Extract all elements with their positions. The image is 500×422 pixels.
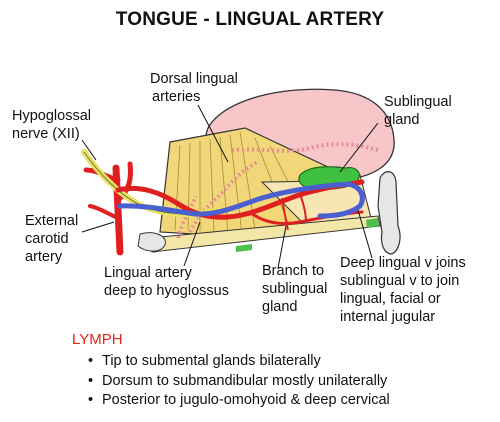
label-branch-to-sublingual-gland: Branch to sublingual gland [262,263,328,315]
label-dorsal-lingual-arteries: Dorsal lingual arteries [150,71,238,105]
lymph-item: •Tip to submental glands bilaterally [88,352,390,372]
lymph-item: •Posterior to jugulo-omohyoid & deep cer… [88,391,390,411]
bullet-icon: • [88,372,94,389]
dorsal-lingual-artery-lower [188,160,259,233]
bullet-icon: • [88,392,94,408]
label-deep-lingual-vein: Deep lingual v joins sublingual v to joi… [340,255,466,325]
bullet-icon: • [88,353,94,369]
label-lingual-artery: Lingual artery deep to hyoglossus [104,265,229,299]
label-external-carotid-artery: External carotid artery [25,213,79,265]
label-hypoglossal-nerve: Hypoglossal nerve (XII) [12,108,91,142]
label-sublingual-gland: Sublingual gland [384,94,452,128]
deep-lingual-vein [117,181,365,219]
lymph-heading: LYMPH [72,331,123,348]
dorsal-lingual-artery-upper [231,142,379,153]
page-title: TONGUE - LINGUAL ARTERY [115,9,385,30]
lymph-item: •Dorsum to submandibular mostly unilater… [88,372,390,392]
lymph-list: •Tip to submental glands bilaterally •Do… [88,352,390,411]
hyoid-bone [137,232,166,252]
mandible [377,171,401,255]
